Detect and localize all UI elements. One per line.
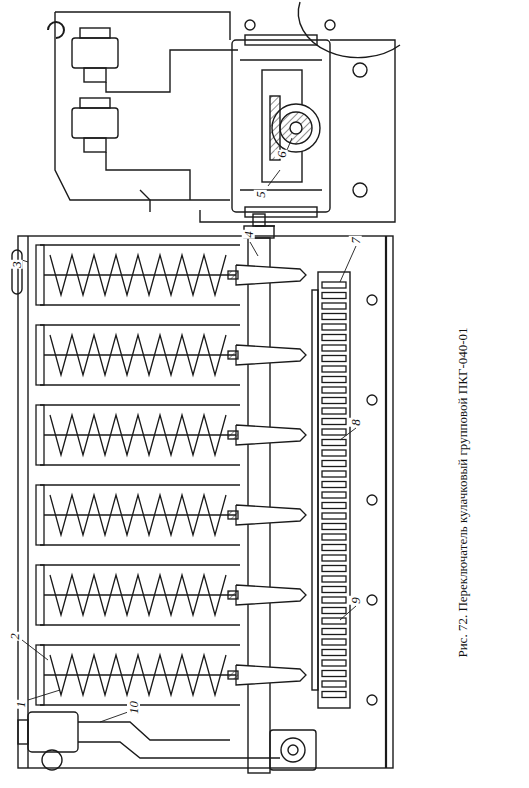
callout-number: 9 xyxy=(348,596,361,605)
callout-number: 3 xyxy=(9,260,22,269)
side-view xyxy=(48,2,400,226)
leader-lines xyxy=(22,138,356,722)
callout-number: 4 xyxy=(241,230,254,239)
callout-number: 1 xyxy=(13,700,26,709)
callout-number: 7 xyxy=(348,236,361,245)
callout-number: 8 xyxy=(348,418,361,427)
front-view xyxy=(12,214,393,773)
figure-caption: Рис. 72. Переключатель кулачковый группо… xyxy=(456,327,469,657)
callout-number: 6 xyxy=(274,150,287,159)
springs-and-cams xyxy=(36,245,377,705)
callout-number: 2 xyxy=(7,632,20,641)
callout-number: 5 xyxy=(253,190,266,199)
callout-number: 10 xyxy=(127,700,140,715)
